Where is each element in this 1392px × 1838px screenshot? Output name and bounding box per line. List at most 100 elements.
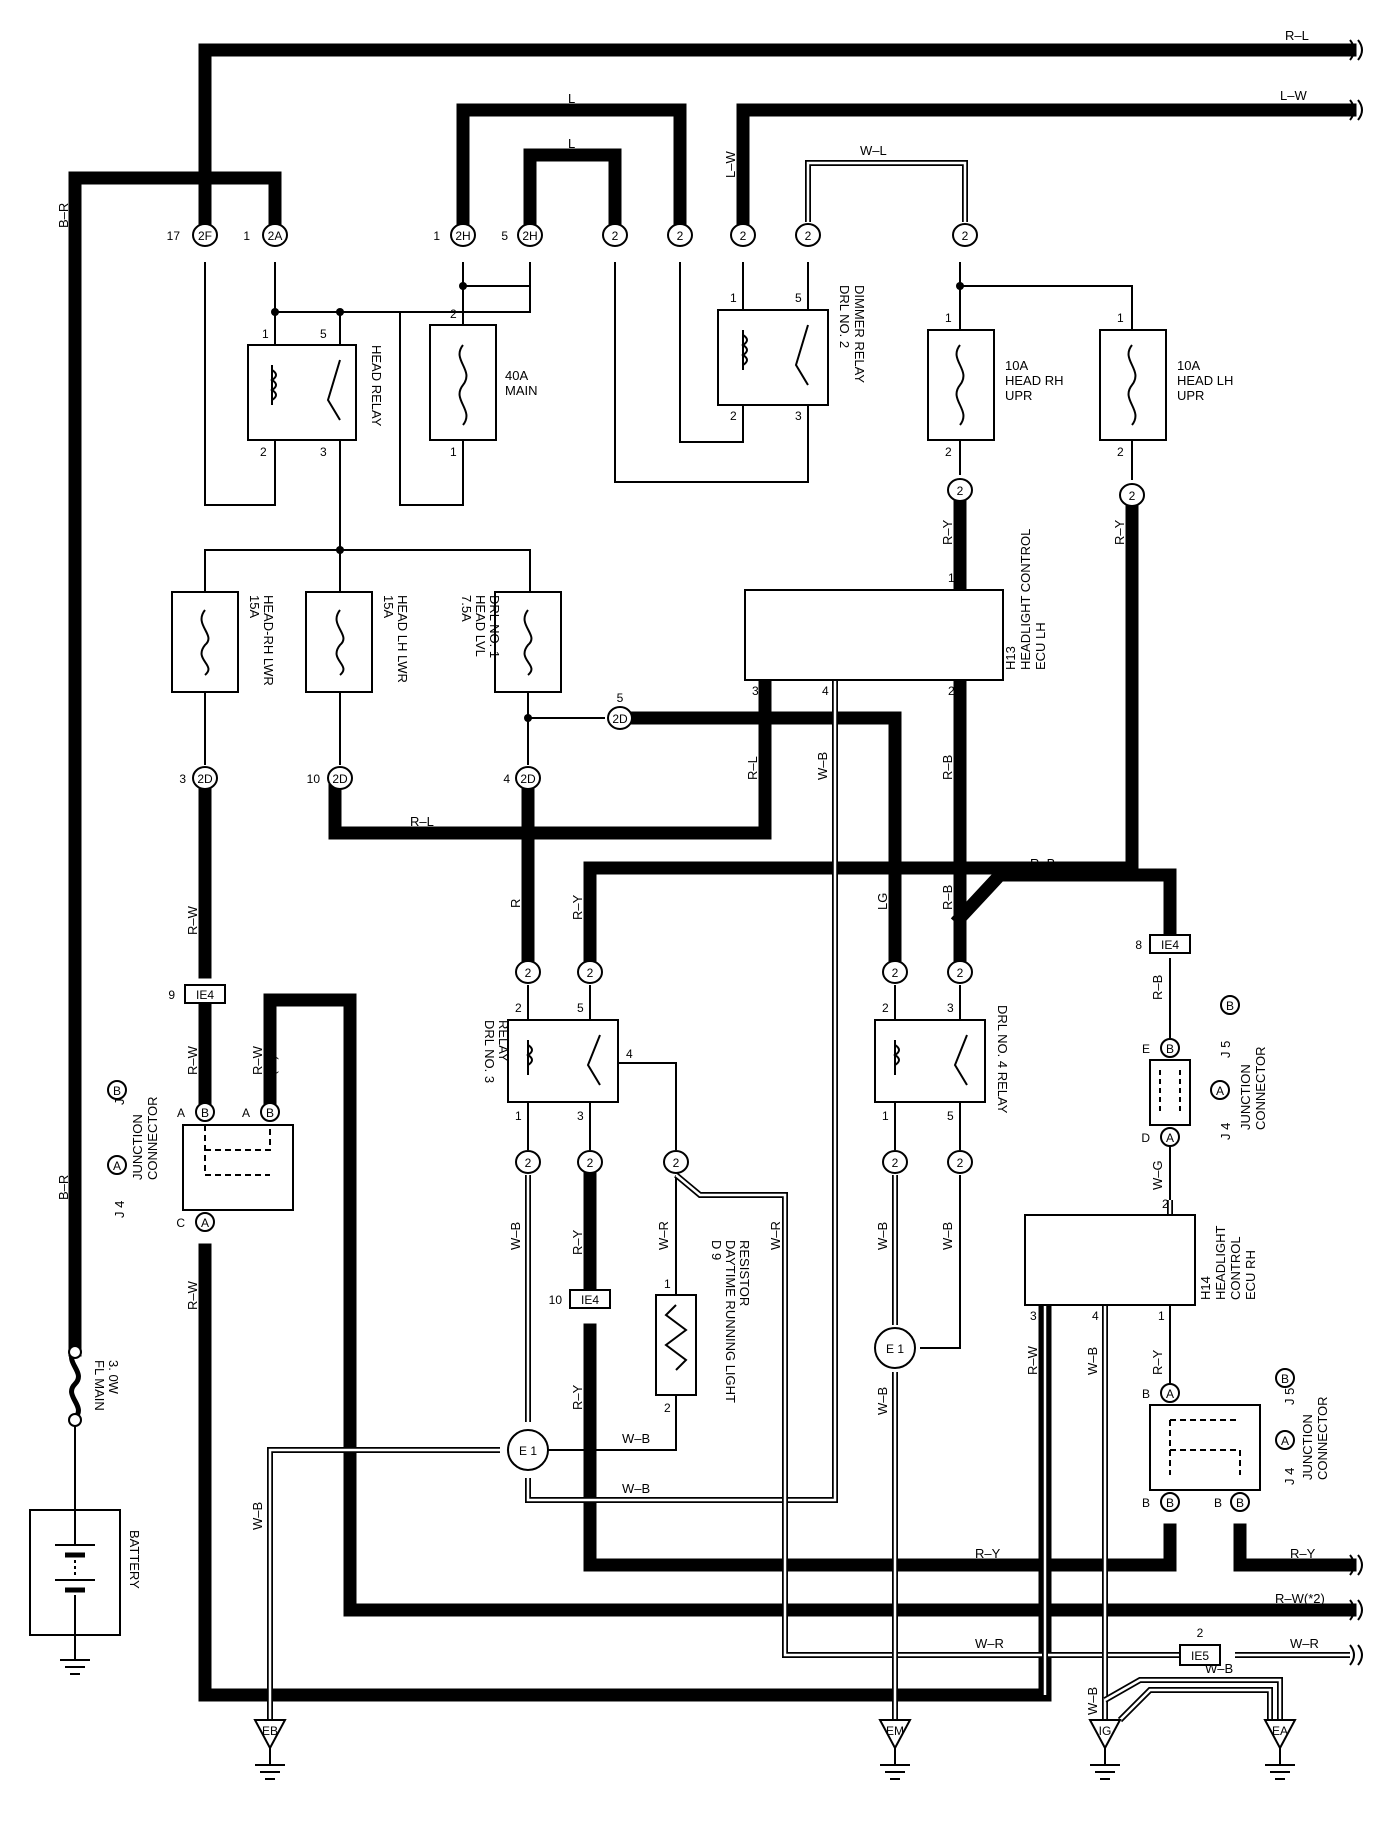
e1-splice-right: E 1 [874, 1327, 916, 1369]
svg-text:R–Y: R–Y [975, 1546, 1001, 1561]
svg-text:B: B [1142, 1496, 1150, 1510]
svg-text:B: B [1142, 1387, 1150, 1401]
svg-text:1: 1 [1117, 311, 1124, 325]
svg-text:IE4: IE4 [581, 1293, 599, 1307]
svg-text:2: 2 [515, 1001, 522, 1015]
svg-text:2: 2 [673, 1156, 680, 1170]
fuse-head-rh-upr: 1 2 10A HEAD RH UPR [927, 311, 1064, 459]
svg-text:H13: H13 [1003, 646, 1018, 670]
svg-text:2D: 2D [612, 712, 628, 726]
svg-text:17: 17 [167, 229, 181, 243]
svg-text:JUNCTION: JUNCTION [1300, 1414, 1315, 1480]
svg-text:L–W: L–W [723, 151, 738, 178]
svg-text:R–B: R–B [940, 885, 955, 910]
svg-text:R–W: R–W [185, 1280, 200, 1310]
svg-text:R–Y: R–Y [570, 1229, 585, 1255]
svg-text:JUNCTION: JUNCTION [1238, 1064, 1253, 1130]
svg-text:2: 2 [740, 229, 747, 243]
svg-text:W–B: W–B [815, 752, 830, 780]
wire-labels: R–L L–W L L W–L L–W B–R B–R R–Y R–Y R–L … [56, 28, 1325, 1715]
svg-text:10: 10 [307, 772, 321, 786]
svg-text:H14: H14 [1198, 1276, 1213, 1300]
head-relay: 1 5 2 3 HEAD RELAY [247, 327, 384, 459]
ie5-connector: IE5 2 [1179, 1626, 1221, 1666]
svg-text:15A: 15A [381, 595, 396, 618]
fl-main-fusible-link: FL MAIN 3. 0W [68, 1345, 121, 1510]
svg-text:2: 2 [1129, 489, 1136, 503]
svg-text:R–W: R–W [185, 1045, 200, 1075]
svg-text:15A: 15A [247, 595, 262, 618]
svg-text:5: 5 [947, 1109, 954, 1123]
connector-2-rh: 2 [947, 478, 973, 502]
svg-text:B: B [1214, 1496, 1222, 1510]
svg-text:B: B [113, 1084, 121, 1098]
svg-text:HEAD LH: HEAD LH [1177, 373, 1233, 388]
svg-text:4: 4 [626, 1047, 633, 1061]
svg-text:1: 1 [515, 1109, 522, 1123]
svg-text:W–B: W–B [875, 1387, 890, 1415]
svg-text:A: A [1216, 1084, 1224, 1098]
svg-text:R–L: R–L [745, 756, 760, 780]
svg-text:DRL NO. 3: DRL NO. 3 [482, 1020, 497, 1083]
svg-text:3: 3 [752, 684, 759, 698]
svg-text:CONNECTOR: CONNECTOR [145, 1096, 160, 1180]
svg-text:W–R: W–R [975, 1636, 1004, 1651]
connector-2d-4: 2D 4 [503, 766, 541, 790]
svg-text:R–Y: R–Y [1150, 1349, 1165, 1375]
fuse-head-lh-upr: 1 2 10A HEAD LH UPR [1099, 311, 1233, 459]
svg-text:B–R: B–R [56, 1175, 71, 1200]
svg-text:HEADLIGHT CONTROL: HEADLIGHT CONTROL [1018, 529, 1033, 670]
svg-text:W–R: W–R [656, 1221, 671, 1250]
svg-text:3: 3 [795, 409, 802, 423]
svg-text:R–L: R–L [1285, 28, 1309, 43]
svg-text:B: B [201, 1106, 209, 1120]
connector-2-drl4-in1: 2 [882, 960, 908, 984]
svg-text:DIMMER RELAY: DIMMER RELAY [852, 285, 867, 383]
svg-text:2: 2 [948, 684, 955, 698]
svg-text:B: B [1236, 1496, 1244, 1510]
svg-text:2D: 2D [520, 772, 536, 786]
svg-text:2: 2 [1117, 445, 1124, 459]
connector-2h-1: 2H 1 [433, 223, 476, 247]
ie4-connector-right: IE4 8 [1135, 934, 1191, 954]
svg-text:2: 2 [892, 966, 899, 980]
svg-text:2: 2 [587, 1156, 594, 1170]
svg-text:2: 2 [260, 445, 267, 459]
svg-text:A: A [1166, 1131, 1174, 1145]
drl-no3-relay: 2 5 4 1 3 DRL NO. 3 RELAY [482, 1001, 633, 1123]
svg-text:R–W: R–W [250, 1045, 265, 1075]
svg-text:B: B [266, 1106, 274, 1120]
svg-text:HEAD-RH LWR: HEAD-RH LWR [261, 595, 276, 686]
connector-2-drl4-out2: 2 [947, 1150, 973, 1174]
svg-text:40A: 40A [505, 368, 528, 383]
svg-text:C: C [176, 1216, 185, 1230]
svg-text:E 1: E 1 [886, 1342, 904, 1356]
svg-text:J 5: J 5 [1282, 1388, 1297, 1405]
svg-text:R–Y: R–Y [570, 894, 585, 920]
connector-2d-5: 2D 5 [607, 691, 633, 730]
svg-text:FL MAIN: FL MAIN [92, 1360, 107, 1411]
svg-text:2: 2 [945, 445, 952, 459]
svg-text:J 5: J 5 [1218, 1041, 1233, 1058]
svg-text:2: 2 [730, 409, 737, 423]
battery: BATTERY [29, 1509, 142, 1675]
svg-text:3: 3 [179, 772, 186, 786]
svg-text:EA: EA [1272, 1724, 1288, 1738]
ecu-h13: 1 3 4 2 H13 HEADLIGHT CONTROL ECU LH [744, 529, 1048, 698]
svg-text:R–W(*2): R–W(*2) [1275, 1591, 1325, 1606]
svg-text:E 1: E 1 [519, 1444, 537, 1458]
svg-text:R–W: R–W [185, 905, 200, 935]
connector-2-drl3-in2: 2 [577, 960, 603, 984]
svg-text:2: 2 [1197, 1626, 1204, 1640]
svg-text:3: 3 [577, 1109, 584, 1123]
svg-text:A: A [113, 1159, 121, 1173]
svg-text:2: 2 [892, 1156, 899, 1170]
svg-text:J 4: J 4 [1218, 1123, 1233, 1140]
svg-text:3: 3 [1030, 1309, 1037, 1323]
connector-2-drl4-in2: 2 [947, 960, 973, 984]
svg-text:ECU LH: ECU LH [1033, 622, 1048, 670]
svg-text:W–B: W–B [622, 1431, 650, 1446]
svg-text:1: 1 [243, 229, 250, 243]
svg-text:10: 10 [549, 1293, 563, 1307]
connectors: 2F 17 2A 1 2H 1 2H 5 2 2 2 [167, 223, 1145, 1174]
